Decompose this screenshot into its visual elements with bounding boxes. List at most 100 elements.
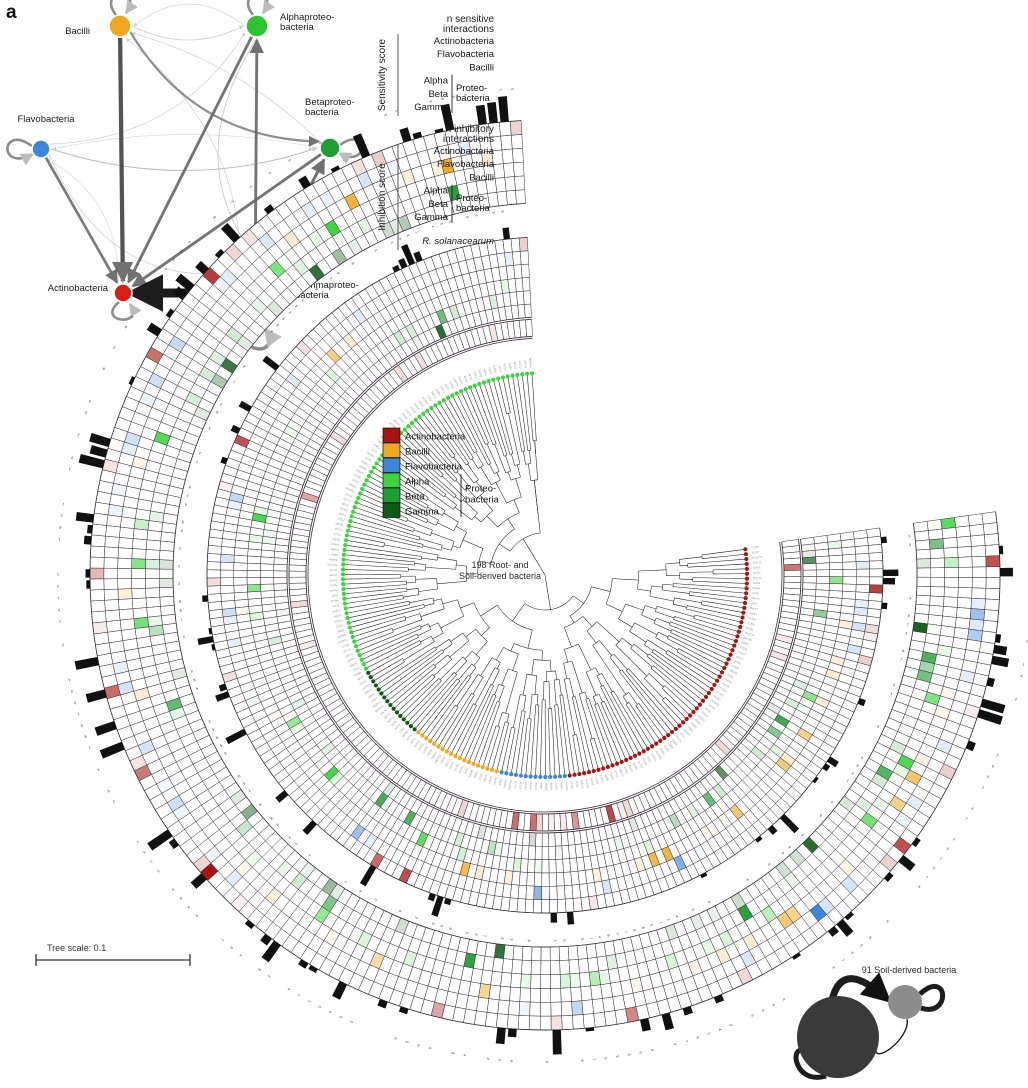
bar-tick-label: 3 <box>406 234 410 237</box>
strain-label: Ps951 <box>734 659 743 666</box>
heatmap-cell <box>91 523 107 537</box>
strain-label: Rs420 <box>492 777 498 786</box>
tree-tip-node <box>454 391 459 396</box>
bar-tick-label: 3 <box>465 931 469 934</box>
tree-branch <box>558 713 566 777</box>
tree-branch <box>719 607 744 613</box>
heatmap-cell <box>842 583 857 593</box>
tree-tip-node <box>351 509 356 514</box>
tree-branch <box>609 733 622 762</box>
tree-tip-node <box>449 751 454 756</box>
bar-tick-label: 1 <box>890 691 893 695</box>
tree-branch <box>481 627 490 636</box>
tree-tip-node <box>728 652 733 657</box>
bar-tick-label: 7 <box>684 1040 688 1043</box>
tree-branch <box>413 480 454 510</box>
tree-branch <box>633 643 649 656</box>
bar-tick-label: 1 <box>390 241 394 244</box>
heatmap-cell <box>131 597 147 609</box>
tree-branch <box>369 526 420 541</box>
tree-branch <box>397 491 427 509</box>
tree-tip-node <box>369 469 374 474</box>
tree-branch <box>498 686 505 702</box>
tree-branch <box>472 677 484 695</box>
tree-branch <box>550 660 552 672</box>
bar-tick-label: 2 <box>77 432 80 436</box>
tree-tip-node <box>341 591 346 596</box>
radial-bar <box>999 567 1013 577</box>
tree-tip-node <box>677 723 682 728</box>
strain-label: RL177 <box>341 643 350 649</box>
tree-branch <box>598 714 618 764</box>
tree-branch <box>644 605 657 610</box>
tree-branch <box>397 436 433 470</box>
heatmap-cell <box>234 547 249 557</box>
strain-label: Mb185 <box>334 521 343 527</box>
strain-label: Sm227 <box>637 760 644 770</box>
bar-tick-label: 3 <box>301 298 305 302</box>
tree-tip-node <box>572 772 577 777</box>
tree-branch <box>470 705 477 717</box>
strain-label: Ar893 <box>549 783 553 791</box>
heatmap-cell <box>273 576 288 585</box>
tree-branch <box>449 640 470 658</box>
strain-label: Ag946 <box>346 657 355 664</box>
tree-branch <box>358 497 381 508</box>
heatmap-cell <box>560 831 569 847</box>
strain-label: Fl737 <box>679 732 687 740</box>
tree-branch <box>702 555 732 559</box>
tree-branch <box>731 553 746 556</box>
tree-branch <box>495 702 501 715</box>
tree-branch <box>440 461 458 480</box>
tree-branch <box>628 683 669 736</box>
heatmap-cell <box>576 944 588 960</box>
tree-branch <box>452 545 460 549</box>
heatmap-cell <box>868 543 883 554</box>
heatmap-cell <box>930 567 945 578</box>
tree-branch <box>689 594 697 597</box>
heatmap-cell <box>541 859 550 874</box>
heatmap-cell <box>207 593 222 603</box>
tree-tip-node <box>371 465 377 470</box>
strain-label: Pa354 <box>393 723 401 732</box>
tree-tip-node <box>742 600 748 606</box>
heatmap-cell <box>928 538 945 550</box>
radial-bar <box>502 227 510 240</box>
tree-branch <box>478 560 492 564</box>
tree-branch <box>508 413 521 465</box>
radial-bar <box>827 926 839 937</box>
bar-tick-label: 8 <box>180 249 184 253</box>
tree-branch <box>661 654 712 690</box>
tree-branch <box>480 605 498 617</box>
heatmap-cell <box>120 628 137 641</box>
heatmap-cell <box>558 946 570 961</box>
heatmap-cell <box>500 972 512 988</box>
heatmap-cell <box>942 606 958 618</box>
heatmap-row-label: Actinobacteria <box>434 146 495 157</box>
heatmap-cell <box>207 553 222 563</box>
heatmap-cell <box>854 545 870 555</box>
bar-tick-label: 7 <box>658 921 662 924</box>
tree-branch <box>730 614 743 618</box>
strain-label: Root119 <box>388 421 398 431</box>
heatmap-cell <box>103 588 119 601</box>
tree-tip-node <box>341 582 346 587</box>
tree-branch <box>720 568 747 570</box>
tree-tip-node <box>744 556 749 562</box>
strain-label: Ps761 <box>358 679 367 686</box>
heatmap-cell <box>519 250 529 265</box>
tree-branch <box>464 651 473 660</box>
radial-bar <box>434 128 444 134</box>
strain-label: RL312 <box>523 360 528 369</box>
tree-branch <box>464 685 494 748</box>
strain-label: RL367 <box>713 694 722 702</box>
heatmap-cell <box>570 986 583 1002</box>
bar-tick-label: 5 <box>84 410 87 414</box>
heatmap-cell <box>501 958 514 974</box>
tree-branch <box>442 468 455 482</box>
rs-cell <box>288 564 307 572</box>
strain-label: Fl127 <box>497 364 502 372</box>
heatmap-cell <box>506 1014 520 1030</box>
tree-branch <box>389 584 407 587</box>
bar-tick-label: 5 <box>615 1055 619 1058</box>
